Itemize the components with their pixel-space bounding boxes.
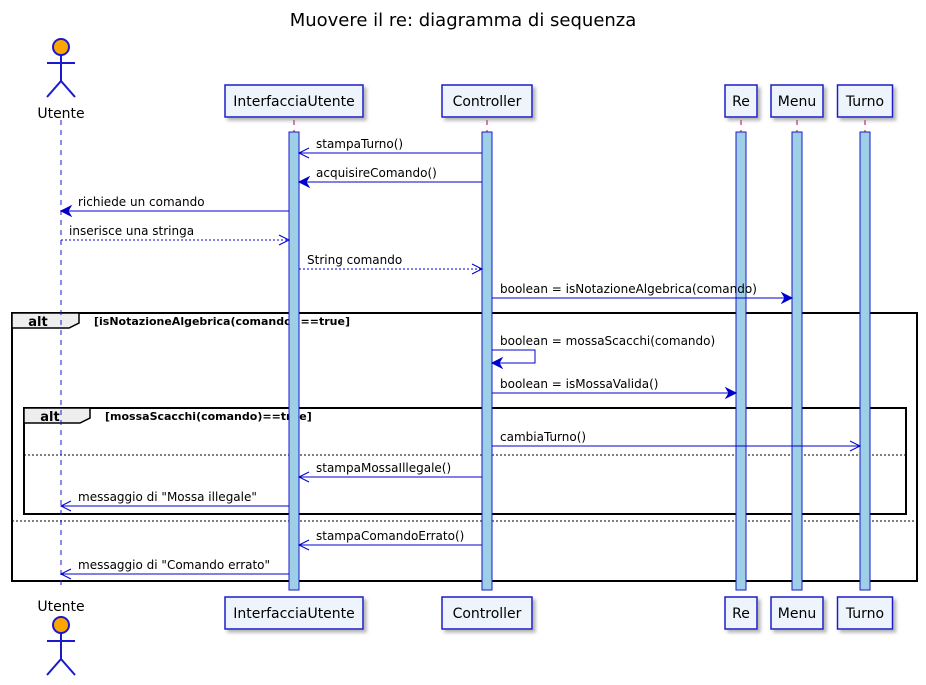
participant-box-ctrl-bottom [441,596,533,630]
participant-label-menu: Menu [778,94,816,110]
activation-ctrl [481,131,493,591]
arrow-head-icon [471,263,484,275]
participant-label-re: Re [732,606,750,622]
arrow-head-icon [297,147,310,159]
arrow-head-icon [780,291,794,305]
activation-ui [288,131,300,591]
participant-label-turno: Turno [845,94,884,110]
activation-re [735,131,747,591]
message-label: stampaMossaIllegale() [316,461,451,475]
participant-box-ui-bottom [224,596,364,630]
actor-utente-bottom [46,616,76,676]
participant-label-ctrl: Controller [453,606,522,622]
message-label: inserisce una stringa [69,224,194,238]
message-label: richiede un comando [78,195,205,209]
participant-box-menu-top [770,84,824,118]
message-label: stampaTurno() [316,137,403,151]
actor-utente-top [46,38,76,98]
arrow-head-icon [278,234,291,246]
message-label: String comando [307,253,402,267]
arrow-head-icon [297,175,311,189]
participant-box-re-top [724,84,758,118]
arrow-head-icon [297,539,310,551]
actor-head-icon [52,616,70,634]
participant-box-ui-top [224,84,364,118]
message-label: messaggio di "Comando errato" [78,558,270,572]
diagram-title: Muovere il re: diagramma di sequenza [290,10,637,31]
arrow-head-icon [490,356,504,370]
actor-leg-icon [46,80,62,98]
participant-label-ui: InterfacciaUtente [233,94,355,110]
alt-fragment-frame [23,407,907,515]
alt-guard: [mossaScacchi(comando)==true] [105,410,312,423]
activation-menu [791,131,803,591]
actor-leg-icon [60,80,76,98]
arrow-head-icon [849,440,862,452]
message-label: boolean = isMossaValida() [500,377,658,391]
arrow-head-icon [59,568,72,580]
message-label: messaggio di "Mossa illegale" [78,490,257,504]
arrow-head-icon [59,204,73,218]
actor-head-icon [52,38,70,56]
arrow-head-icon [59,500,72,512]
participant-label-re: Re [732,94,750,110]
alt-fragment-frame [11,312,918,582]
alt-fragment-header [23,407,91,424]
message-label: boolean = isNotazioneAlgebrica(comando) [500,282,757,296]
participant-label-turno: Turno [845,606,884,622]
participant-box-turno-top [836,84,894,118]
actor-leg-icon [46,658,62,676]
participant-box-turno-bottom [836,596,894,630]
arrow-head-icon [724,386,738,400]
participant-box-menu-bottom [770,596,824,630]
message-label: cambiaTurno() [500,430,586,444]
participant-label-ctrl: Controller [453,94,522,110]
participant-label-menu: Menu [778,606,816,622]
actor-leg-icon [60,658,76,676]
participant-label-utente: Utente [37,599,84,615]
participant-box-ctrl-top [441,84,533,118]
alt-keyword: alt [28,315,47,330]
alt-guard: [isNotazioneAlgebrica(comando) ==true] [94,315,350,328]
message-arrow-self [492,349,536,364]
alt-fragment-header [11,312,80,329]
participant-label-utente: Utente [37,106,84,122]
participant-label-ui: InterfacciaUtente [233,606,355,622]
arrow-head-icon [297,471,310,483]
participant-box-re-bottom [724,596,758,630]
message-label: boolean = mossaScacchi(comando) [500,334,715,348]
activation-turno [859,131,871,591]
message-label: acquisireComando() [316,166,437,180]
alt-keyword: alt [40,410,59,425]
message-label: stampaComandoErrato() [316,529,464,543]
